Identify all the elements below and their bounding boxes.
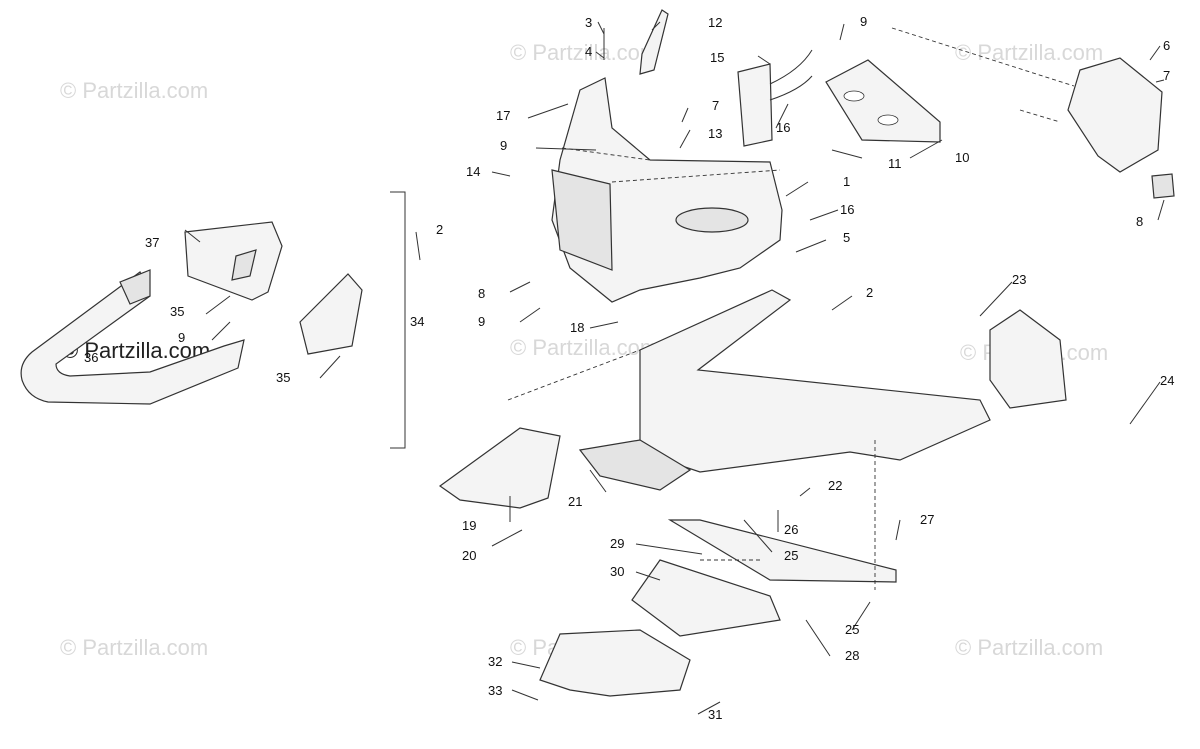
- bulkhead-oval-boss: [675, 207, 749, 233]
- part-19-bracket: [438, 427, 561, 509]
- callout-11: 11: [888, 156, 902, 171]
- callout-6: 6: [1163, 38, 1170, 53]
- part-30-plate: [631, 559, 781, 637]
- callout-37: 37: [145, 235, 159, 250]
- callout-23: 23: [1012, 272, 1026, 287]
- callout-35-upper: 35: [170, 304, 184, 319]
- part-31-guard: [539, 629, 691, 697]
- plate-hole-a: [843, 90, 865, 102]
- callout-layer: 3 12 4 15 9 6 7 17 7 16 13 9 10 11 14 1 …: [84, 14, 1174, 722]
- part-12-plate: [639, 9, 669, 75]
- callout-2-left: 2: [436, 222, 443, 237]
- callout-1: 1: [843, 174, 850, 189]
- watermark-bl: © Partzilla.com: [60, 635, 208, 660]
- callout-18: 18: [570, 320, 584, 335]
- callout-9-low: 9: [478, 314, 485, 329]
- callout-7-right: 7: [1163, 68, 1170, 83]
- callout-15: 15: [710, 50, 724, 65]
- callout-32: 32: [488, 654, 502, 669]
- group-bracket-34: [390, 191, 406, 449]
- bulkhead-side-opening: [551, 169, 613, 271]
- watermark-mc: © Partzilla.com: [510, 335, 658, 360]
- callout-30: 30: [610, 564, 624, 579]
- plate-hole-b: [877, 114, 899, 126]
- chassis-rails: [639, 289, 991, 473]
- part-10-plate: [825, 59, 941, 143]
- callout-24: 24: [1160, 373, 1174, 388]
- callout-8: 8: [478, 286, 485, 301]
- main-chassis-frame: [438, 289, 1067, 697]
- callout-9-mid: 9: [500, 138, 507, 153]
- watermark-br: © Partzilla.com: [955, 635, 1103, 660]
- callout-22: 22: [828, 478, 842, 493]
- callout-29: 29: [610, 536, 624, 551]
- part-6-mount: [1067, 57, 1163, 173]
- callout-25: 25: [845, 622, 859, 637]
- watermark-tl: © Partzilla.com: [60, 78, 208, 103]
- callout-7: 7: [712, 98, 719, 113]
- callout-17: 17: [496, 108, 510, 123]
- callout-16: 16: [840, 202, 854, 217]
- front-bumper: [20, 271, 245, 405]
- callout-9-top: 9: [860, 14, 867, 29]
- bracket-cutout: [231, 249, 257, 281]
- callout-33: 33: [488, 683, 502, 698]
- bumper-bracket-lower: [299, 273, 363, 355]
- bumper-assembly: [20, 191, 406, 449]
- watermark-tc: © Partzilla.com: [510, 40, 658, 65]
- callout-2: 2: [866, 285, 873, 300]
- callout-13: 13: [708, 126, 722, 141]
- callout-10: 10: [955, 150, 969, 165]
- frame-guide-lines: [561, 147, 781, 183]
- callout-25-mid: 25: [784, 548, 798, 563]
- harness-wires: [769, 49, 813, 101]
- callout-16-top: 16: [776, 120, 790, 135]
- callout-20: 20: [462, 548, 476, 563]
- mount-guide-lines: [891, 27, 1075, 123]
- callout-21: 21: [568, 494, 582, 509]
- callout-12: 12: [708, 15, 722, 30]
- part-15-harness-box: [737, 63, 773, 147]
- callout-35-lower: 35: [276, 370, 290, 385]
- callout-8-right: 8: [1136, 214, 1143, 229]
- part-21-gusset: [578, 439, 692, 491]
- bumper-end-left: [119, 269, 151, 305]
- watermark-tr: © Partzilla.com: [955, 40, 1103, 65]
- bumper-bracket-upper: [184, 221, 283, 301]
- callout-31: 31: [708, 707, 722, 722]
- callout-4: 4: [585, 44, 592, 59]
- part-23-bracket: [989, 309, 1067, 409]
- callout-26: 26: [784, 522, 798, 537]
- callout-14: 14: [466, 164, 480, 179]
- callout-3: 3: [585, 15, 592, 30]
- part-27-skid-plate: [667, 519, 897, 583]
- part-8-bushing-right: [1151, 173, 1175, 199]
- leader-lines: [184, 21, 1165, 715]
- callout-34: 34: [410, 314, 424, 329]
- callout-5: 5: [843, 230, 850, 245]
- callout-36: 36: [84, 350, 98, 365]
- steering-mount-assembly: [891, 27, 1175, 199]
- callout-19: 19: [462, 518, 476, 533]
- front-frame-assembly: [551, 9, 941, 303]
- callout-28: 28: [845, 648, 859, 663]
- chassis-guide-lines: [507, 349, 876, 590]
- callout-27: 27: [920, 512, 934, 527]
- callout-9-left: 9: [178, 330, 185, 345]
